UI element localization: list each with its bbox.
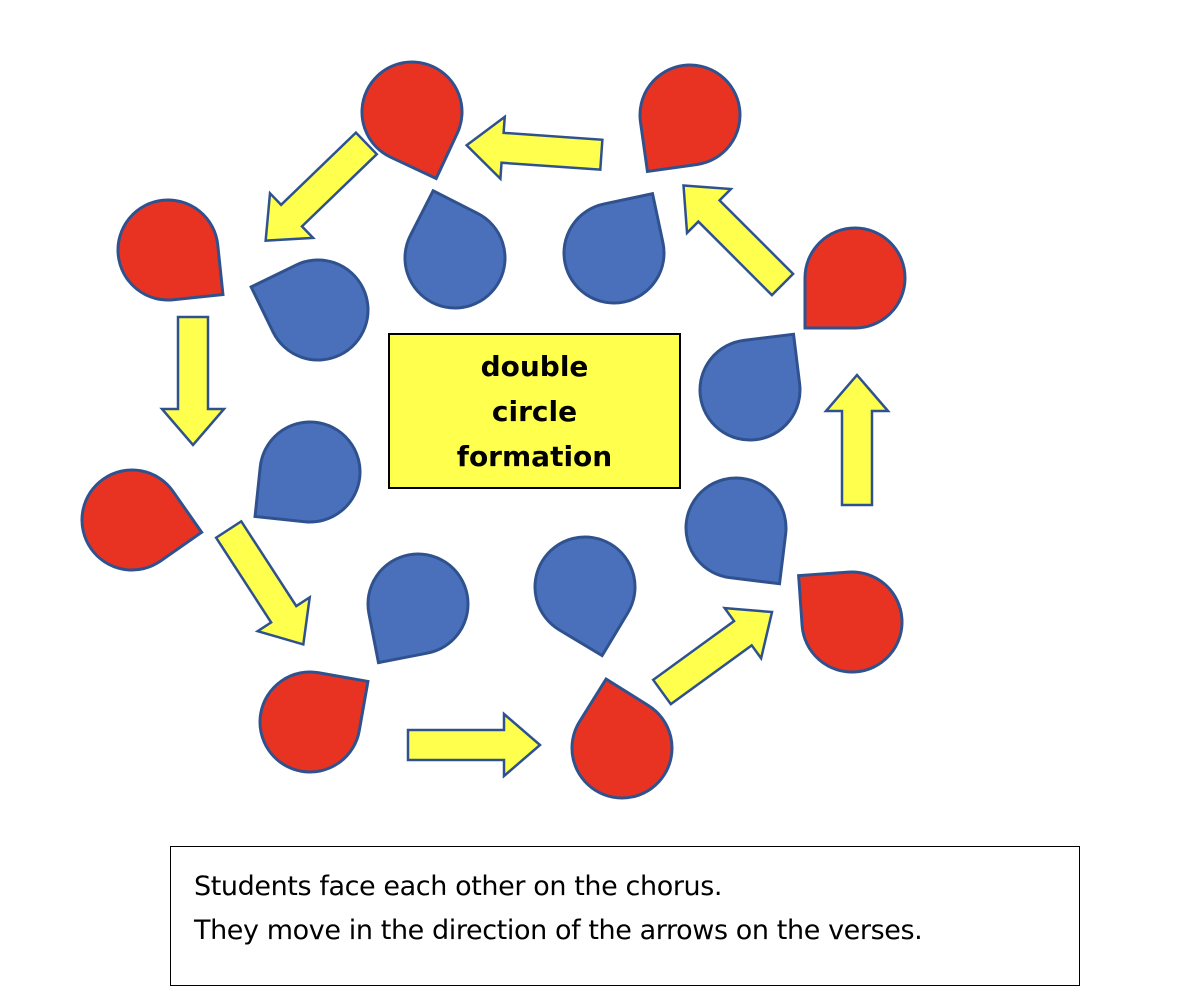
title-line: double: [480, 349, 589, 383]
direction-arrow: [682, 184, 795, 297]
direction-arrow: [214, 519, 312, 647]
direction-arrow: [264, 130, 379, 242]
instruction-line: Students face each other on the chorus.: [194, 871, 723, 902]
outer-student-marker: [570, 677, 674, 800]
title-line: circle: [491, 394, 578, 428]
outer-student-marker: [258, 670, 370, 774]
direction-arrow: [406, 711, 542, 779]
inner-student-marker: [684, 476, 788, 586]
inner-student-marker: [698, 332, 802, 442]
inner-student-marker: [403, 188, 507, 310]
outer-student-marker: [80, 468, 204, 572]
outer-student-marker: [360, 60, 464, 181]
title-line: formation: [456, 439, 613, 473]
instructions-box: Students face each other on the chorus. …: [170, 846, 1080, 986]
direction-arrow: [159, 315, 227, 447]
formation-title-box: double circle formation: [388, 333, 681, 489]
outer-student-marker: [797, 570, 904, 674]
inner-student-marker: [249, 258, 370, 362]
outer-student-marker: [116, 198, 225, 302]
direction-arrow: [823, 373, 891, 507]
inner-student-marker: [533, 535, 637, 658]
inner-student-marker: [562, 191, 666, 305]
inner-student-marker: [366, 552, 470, 665]
direction-arrow: [651, 606, 774, 706]
outer-student-marker: [803, 226, 907, 330]
direction-arrow: [464, 114, 604, 182]
instruction-line: They move in the direction of the arrows…: [194, 915, 923, 946]
outer-student-marker: [638, 63, 742, 174]
inner-student-marker: [253, 420, 362, 524]
